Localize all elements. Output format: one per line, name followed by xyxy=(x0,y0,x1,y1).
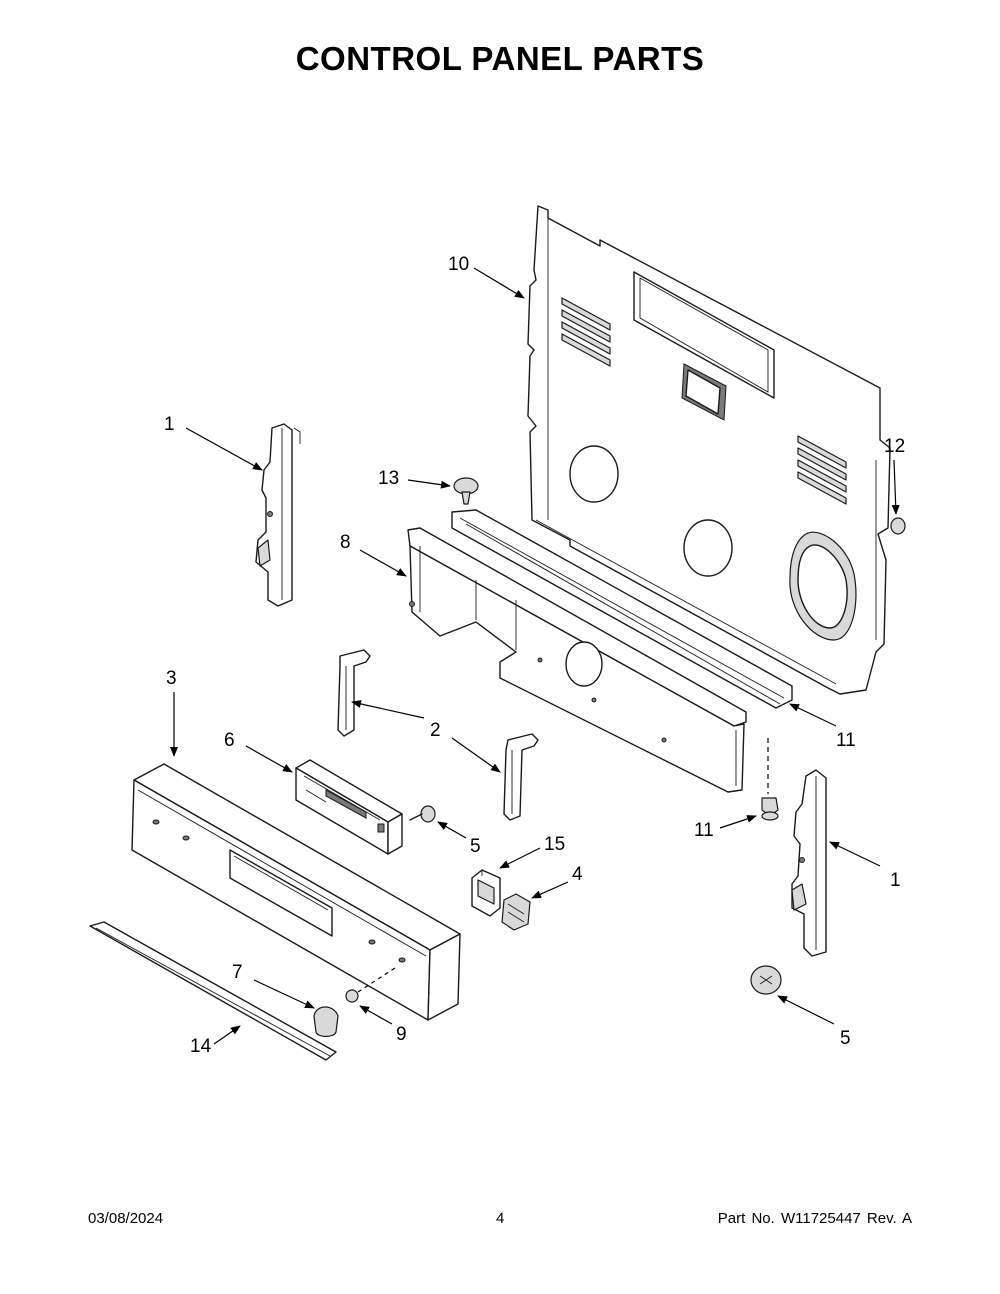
part-3-control-console xyxy=(131,763,461,1021)
part-2-bracket-upper xyxy=(337,649,371,737)
part-12-screw xyxy=(890,517,906,535)
part-6-control-board xyxy=(295,759,403,855)
callout-8: 8 xyxy=(340,532,351,553)
callout-12: 12 xyxy=(884,436,905,457)
part-10-rear-panel xyxy=(527,205,891,695)
vent-slots-left xyxy=(561,297,611,367)
callout-7: 7 xyxy=(232,962,243,983)
callout-5-upper: 5 xyxy=(470,836,481,857)
page-title: CONTROL PANEL PARTS xyxy=(295,40,705,77)
callout-3: 3 xyxy=(166,668,177,689)
callout-15: 15 xyxy=(544,834,565,855)
part-5-screw-lower xyxy=(750,965,782,995)
part-2-bracket-lower xyxy=(503,733,539,821)
part-4-infinite-switch xyxy=(501,893,531,931)
leader-lines xyxy=(170,267,900,1045)
callout-4: 4 xyxy=(572,864,583,885)
part-11-clip xyxy=(761,738,779,821)
part-15-switch xyxy=(471,869,501,917)
part-8-control-bracket xyxy=(407,527,747,793)
vent-slots-right xyxy=(797,435,847,505)
part-14-trim xyxy=(89,921,337,1061)
footer-date: 03/08/2024 xyxy=(88,1210,164,1227)
part-7-knob xyxy=(313,1006,339,1038)
callout-10: 10 xyxy=(448,254,469,275)
callout-11-clip: 11 xyxy=(694,820,714,841)
callout-11-right: 11 xyxy=(836,730,856,751)
callout-2: 2 xyxy=(430,720,441,741)
callout-14: 14 xyxy=(190,1036,212,1057)
callout-5-lower: 5 xyxy=(840,1028,851,1049)
part-1-right-bracket xyxy=(791,769,827,957)
callout-labels: 10 1 13 12 8 3 2 6 5 11 11 15 4 1 7 9 14… xyxy=(164,254,905,1057)
part-11-trim-strip xyxy=(451,509,793,709)
part-9-spacer xyxy=(345,965,399,1003)
footer-page-number: 4 xyxy=(496,1210,505,1227)
callout-13: 13 xyxy=(378,468,399,489)
part-5-screw-upper xyxy=(409,805,436,823)
part-1-left-bracket xyxy=(255,423,301,607)
part-13-screw xyxy=(453,477,479,505)
callout-9: 9 xyxy=(396,1024,407,1045)
callout-1-right: 1 xyxy=(890,870,901,891)
callout-1-left: 1 xyxy=(164,414,175,435)
footer-part-number: Part No. W11725447 Rev. A xyxy=(717,1210,912,1227)
callout-6: 6 xyxy=(224,730,235,751)
